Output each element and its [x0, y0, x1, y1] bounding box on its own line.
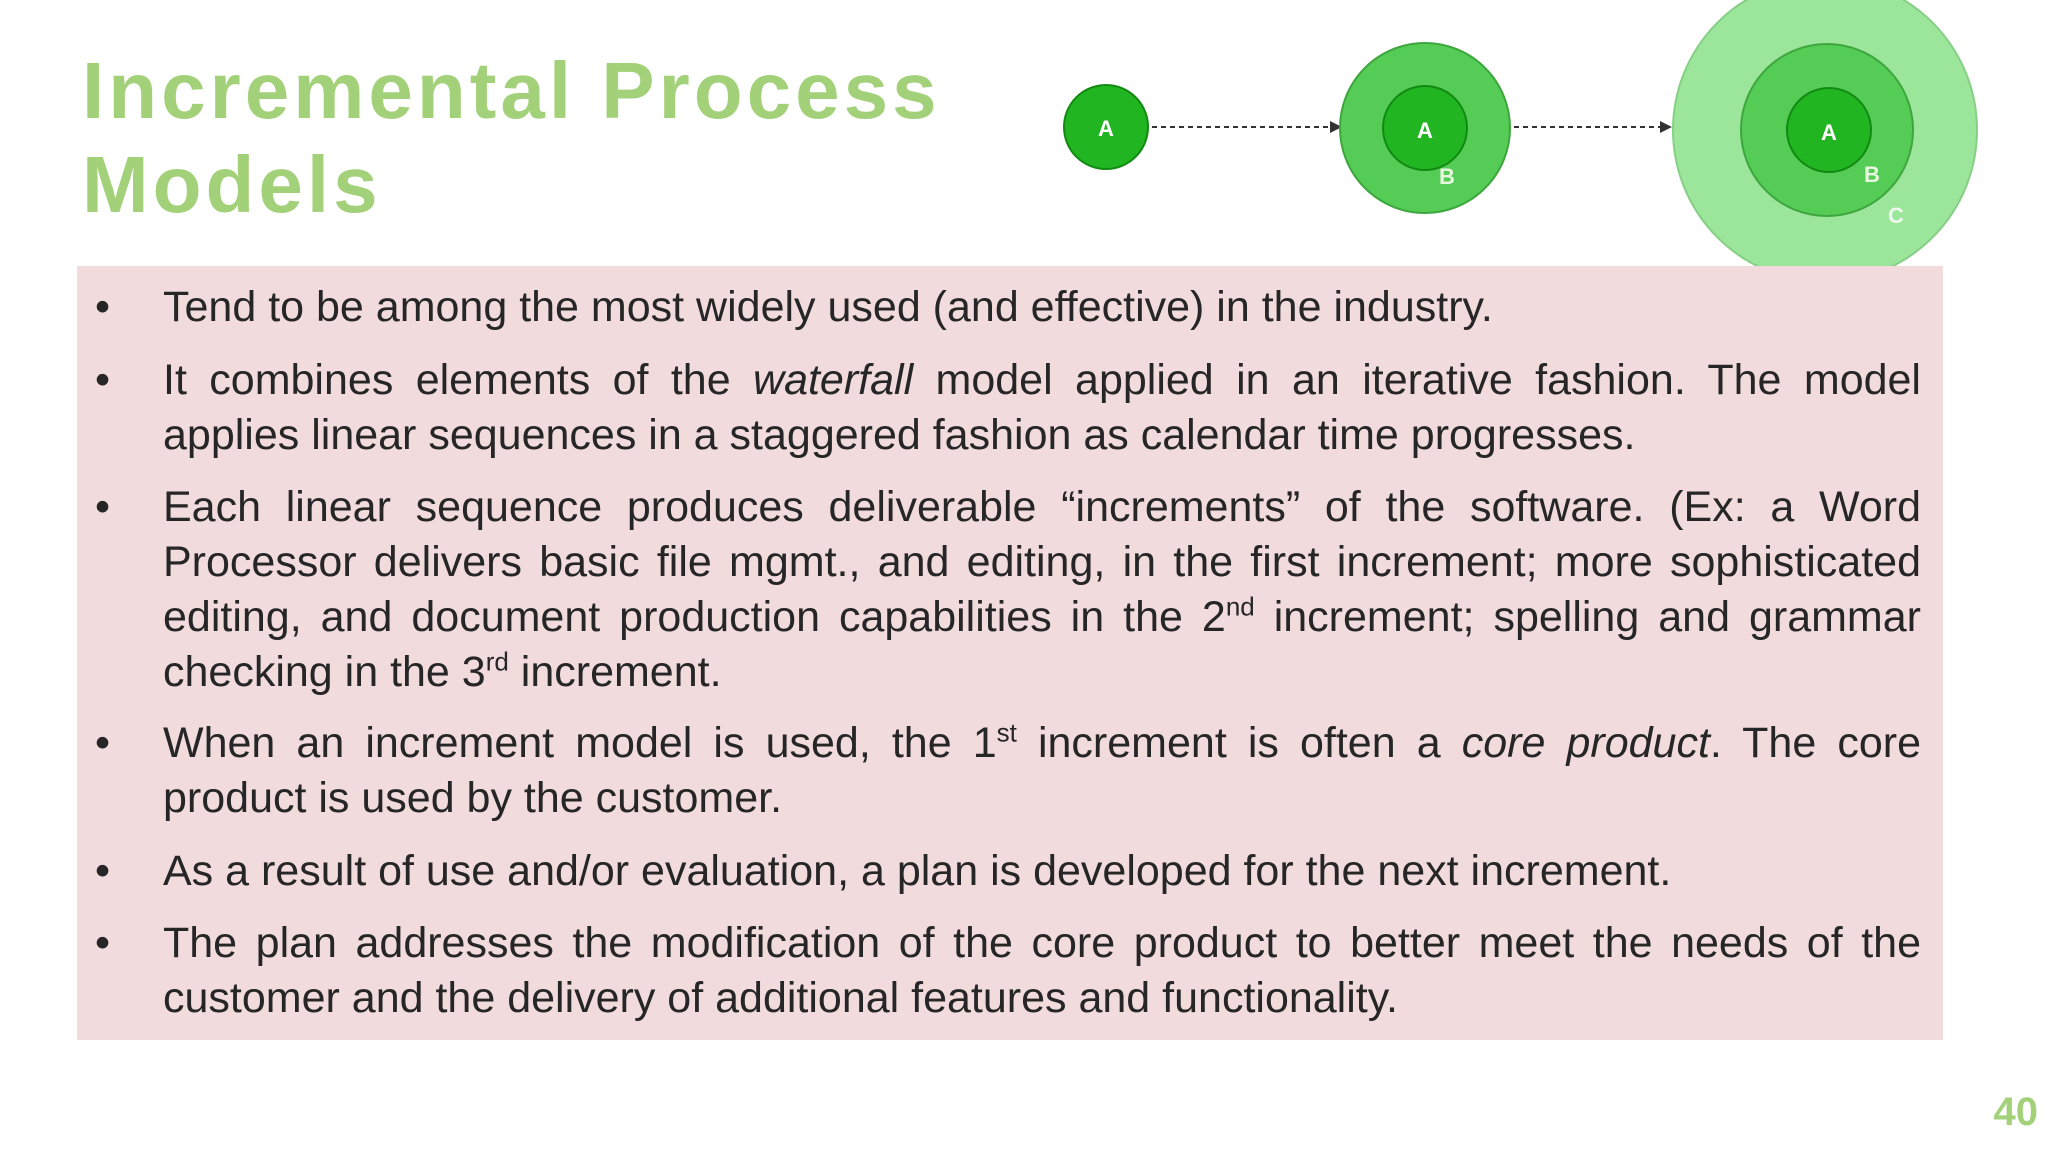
- increment-3-core-circle: [1786, 87, 1872, 173]
- bullet-marker: •: [95, 483, 111, 531]
- bullet-text: As a result of use and/or evaluation, a …: [163, 847, 1672, 895]
- bullet-text: It combines elements of the waterfall mo…: [163, 356, 1921, 459]
- bullet-marker: •: [95, 283, 111, 331]
- incremental-model-diagram: A A B A B C: [1063, 0, 1978, 270]
- bullet-marker: •: [95, 719, 111, 767]
- increment-3-label-a: A: [1821, 120, 1837, 145]
- increment-3-label-b: B: [1864, 162, 1880, 187]
- emphasis-core-product: core product: [1461, 719, 1710, 767]
- page-number: 40: [1993, 1090, 2039, 1134]
- increment-2-label-b: B: [1439, 164, 1455, 189]
- emphasis-waterfall: waterfall: [753, 356, 914, 404]
- slide-title: Incremental Process Models: [82, 44, 941, 232]
- content-box: • Tend to be among the most widely used …: [77, 266, 1943, 1040]
- increment-2-core-circle: [1382, 85, 1468, 171]
- slide-title-line-1: Incremental Process: [82, 46, 941, 135]
- bullet-marker: •: [95, 356, 111, 404]
- increment-1-label-a: A: [1098, 116, 1114, 141]
- bullet-text: Tend to be among the most widely used (a…: [163, 283, 1493, 331]
- bullet-marker: •: [95, 919, 111, 967]
- increment-3-label-c: C: [1888, 203, 1904, 228]
- bullet-text: When an increment model is used, the 1st…: [163, 717, 1921, 822]
- increment-2-label-a: A: [1417, 118, 1433, 143]
- bullet-text: Each linear sequence produces deliverabl…: [163, 483, 1921, 696]
- slide-title-line-2: Models: [82, 140, 382, 229]
- increment-1-core-circle: [1063, 84, 1149, 170]
- bullet-text: The plan addresses the modification of t…: [163, 919, 1921, 1022]
- bullet-marker: •: [95, 847, 111, 895]
